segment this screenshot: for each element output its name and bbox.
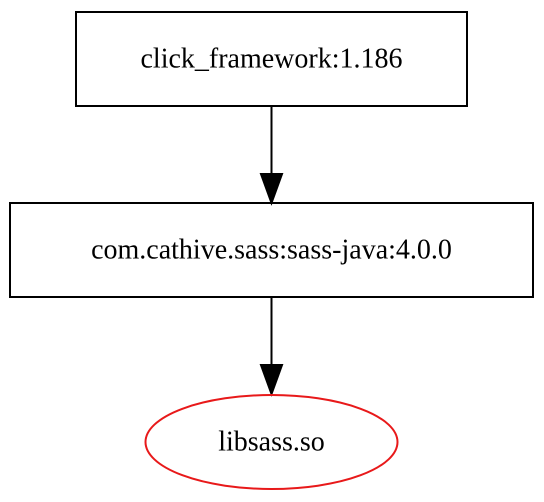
node-libsass-ellipse: [144, 394, 399, 490]
node-sass-java: com.cathive.sass:sass-java:4.0.0: [9, 202, 534, 298]
node-libsass-label: libsass.so: [218, 427, 325, 458]
node-click-framework: click_framework:1.186: [75, 11, 468, 107]
edge-sass-java-to-libsass-arrowhead: [259, 364, 284, 397]
edge-sass-java-to-libsass: [259, 297, 284, 397]
node-libsass: libsass.so: [144, 394, 399, 490]
node-sass-java-label: com.cathive.sass:sass-java:4.0.0: [91, 235, 452, 266]
edge-click-framework-to-sass-java-arrowhead: [259, 173, 284, 206]
node-click-framework-label: click_framework:1.186: [140, 44, 402, 75]
edge-click-framework-to-sass-java: [259, 106, 284, 206]
